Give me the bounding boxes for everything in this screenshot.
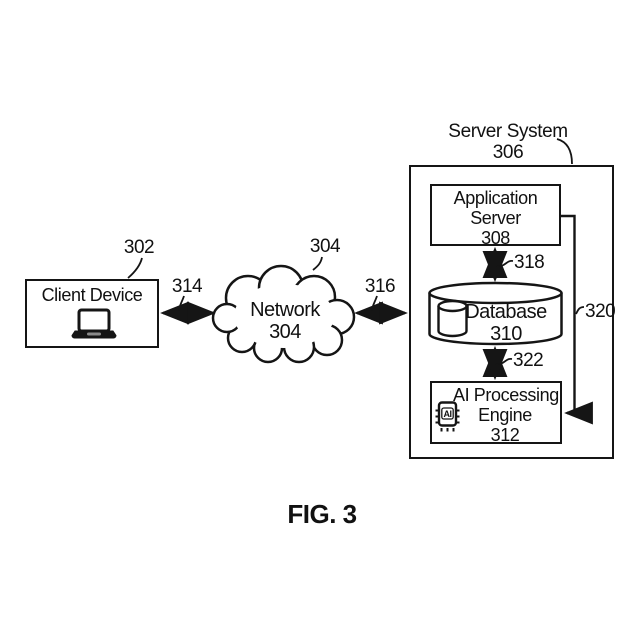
leader-314 <box>178 295 185 312</box>
ref-320: 320 <box>585 301 616 322</box>
ref-318: 318 <box>514 252 545 273</box>
leader-306 <box>556 138 573 165</box>
network-ref-text: 304 <box>269 321 301 344</box>
ai-engine-box <box>430 381 562 444</box>
leader-316 <box>371 295 378 312</box>
server-system-label: Server System 306 <box>430 121 586 164</box>
client-device-box <box>25 279 159 348</box>
application-server-line2: Server <box>470 208 521 229</box>
application-server-box <box>430 184 561 246</box>
laptop-icon <box>71 308 117 339</box>
ref-312: 312 <box>490 425 520 446</box>
leader-318 <box>496 260 514 267</box>
figure-caption: FIG. 3 <box>287 499 357 529</box>
ai-chip-text: AI <box>443 409 453 419</box>
database-label-text: Database <box>465 301 547 323</box>
server-system-box <box>409 165 614 459</box>
ai-engine-line2: Engine <box>478 405 532 426</box>
ref-304: 304 <box>309 236 341 257</box>
ai-engine-label: AI Processing Engine 312 <box>453 385 559 446</box>
network-label: Network 304 <box>235 299 335 344</box>
server-system-title: Server System <box>448 121 568 142</box>
ref-310: 310 <box>490 323 522 346</box>
database-icon <box>437 299 468 338</box>
leader-302 <box>127 257 143 279</box>
leader-lines <box>127 138 585 365</box>
ref-316: 316 <box>364 276 396 297</box>
network-label-text: Network <box>250 299 320 321</box>
database-label: Database 310 <box>458 301 554 346</box>
leader-320 <box>575 306 585 315</box>
ref-322: 322 <box>513 350 544 371</box>
application-server-line1: Application <box>453 188 538 208</box>
ref-302: 302 <box>123 237 155 258</box>
ref-314: 314 <box>171 276 203 297</box>
ai-chip-icon <box>435 401 460 432</box>
ai-engine-line1: AI Processing <box>453 385 559 405</box>
ref-306: 306 <box>492 142 524 164</box>
leader-322 <box>495 358 513 365</box>
application-server-label: Application Server 308 <box>432 188 559 248</box>
ref-308: 308 <box>481 228 510 249</box>
arrow-appserver-aiengine <box>561 214 593 425</box>
network-cloud <box>211 264 356 364</box>
client-device-label: Client Device <box>41 285 143 305</box>
leader-304 <box>312 256 323 271</box>
